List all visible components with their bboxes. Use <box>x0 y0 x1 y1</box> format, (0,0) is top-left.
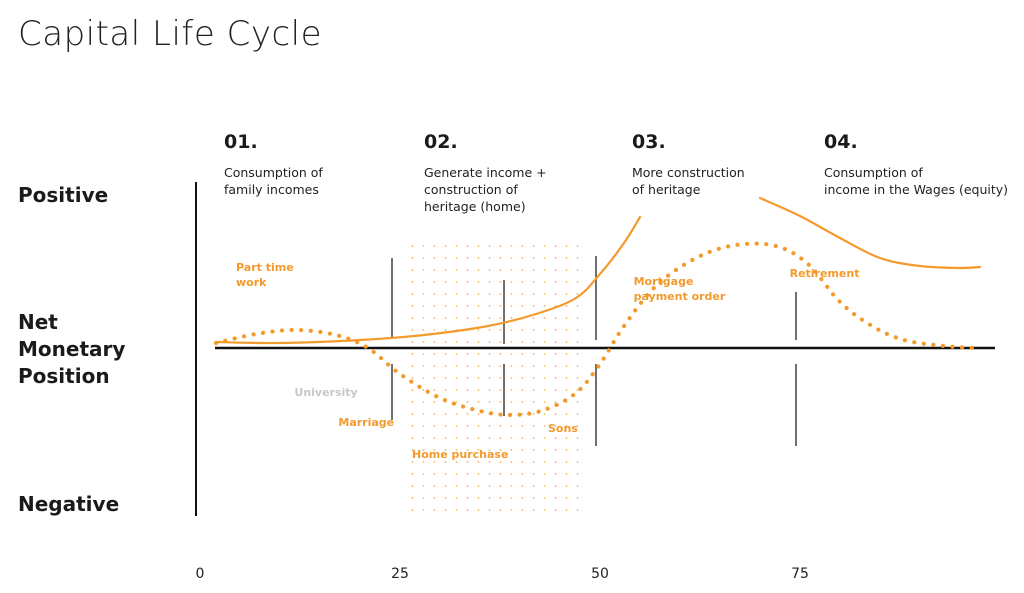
series-line-solid <box>758 196 982 270</box>
phase-description-line: heritage (home) <box>424 199 526 214</box>
phase-number: 03. <box>632 131 666 153</box>
y-label-net-line-3: Position <box>18 364 110 388</box>
annotation-label: Home purchase <box>412 448 508 461</box>
phase-labels: 01. Consumption of family incomes 02. Genera… <box>224 131 1008 214</box>
y-label-net-monetary-position: Net Monetary Position <box>18 309 125 390</box>
series-line-dotted <box>213 241 979 418</box>
x-tick-label: 25 <box>391 566 409 582</box>
phase-number: 01. <box>224 131 258 153</box>
phase-number: 02. <box>424 131 458 153</box>
phase-description-line: income in the Wages (equity) <box>824 182 1008 197</box>
x-tick-label: 50 <box>591 566 609 582</box>
annotation-label: Marriage <box>338 416 394 429</box>
series-lines <box>213 196 982 418</box>
phase-dividers <box>391 256 797 446</box>
y-label-net-line-2: Monetary <box>18 337 126 361</box>
y-label-net-line-1: Net <box>18 310 58 334</box>
phase-description-line: Consumption of <box>824 165 923 180</box>
annotation-label: Sons <box>548 422 578 435</box>
phase-description-line: Consumption of <box>224 165 323 180</box>
x-tick-label: 75 <box>791 566 809 582</box>
axes <box>195 182 995 516</box>
annotation-label: Retirement <box>790 267 860 280</box>
phase-description-line: construction of <box>424 182 518 197</box>
x-tick-label: 0 <box>196 566 205 582</box>
phase-description-line: of heritage <box>632 182 701 197</box>
phase-description-line: Generate income + <box>424 165 547 180</box>
annotation-label: University <box>294 386 357 399</box>
annotation-label: payment order <box>634 290 726 303</box>
phase-description-line: More construction <box>632 165 745 180</box>
y-label-positive: Positive <box>18 183 109 207</box>
annotation-label: Mortgage <box>634 275 694 288</box>
annotation-label: work <box>236 276 267 289</box>
x-tick-labels: 0 25 50 75 <box>196 566 809 582</box>
phase-description-line: family incomes <box>224 182 319 197</box>
series-line-solid <box>214 215 642 345</box>
chart-title: Capital Life Cycle <box>18 14 323 54</box>
y-label-negative: Negative <box>18 492 120 516</box>
phase-number: 04. <box>824 131 858 153</box>
shaded-region-rect <box>408 235 580 513</box>
annotation-label: Part time <box>236 261 294 274</box>
shaded-region <box>408 235 580 513</box>
